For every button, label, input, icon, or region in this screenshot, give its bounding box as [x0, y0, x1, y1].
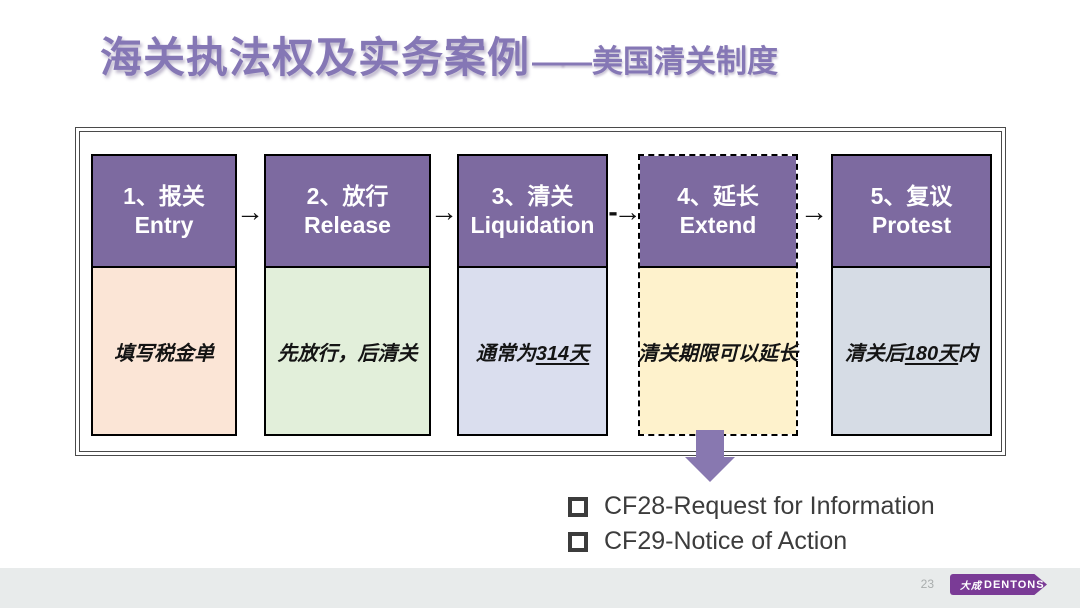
step-note: 通常为314天	[476, 337, 589, 366]
page-number: 23	[920, 577, 934, 591]
right-arrow-icon: →	[800, 196, 828, 227]
step-title-cn: 4、延长	[677, 183, 759, 209]
step-title-cn: 2、放行	[306, 183, 389, 209]
step-title-en: Entry	[134, 212, 194, 238]
dashed-right-arrow-icon: -→	[608, 196, 641, 227]
flow-diagram: 1、报关 Entry 填写税金单 → 2、放行 Release 先放行，后清关 …	[75, 127, 1006, 456]
step-header: 3、清关 Liquidation	[459, 156, 606, 268]
callout-text: CF29-Notice of Action	[604, 527, 848, 555]
footer-bar: 23 大成 DENTONS	[0, 568, 1080, 608]
step-note-underline: 314天	[535, 342, 590, 365]
step-body: 通常为314天	[459, 268, 606, 434]
flow-step: 3、清关 Liquidation 通常为314天	[457, 154, 608, 436]
step-title-en: Protest	[871, 212, 952, 238]
flow-step: 1、报关 Entry 填写税金单	[91, 154, 237, 436]
step-title-cn: 1、报关	[123, 183, 205, 209]
step-header: 2、放行 Release	[266, 156, 429, 268]
step-note: 先放行，后清关	[278, 337, 418, 366]
step-header: 1、报关 Entry	[93, 156, 235, 268]
step-note: 清关期限可以延长	[638, 337, 798, 366]
step-title-en: Release	[304, 212, 391, 238]
step-body: 先放行，后清关	[266, 268, 429, 434]
step-note-pre: 先放行，后清关	[277, 342, 418, 365]
step-title-en: Liquidation	[470, 212, 595, 238]
square-bullet-icon	[568, 531, 588, 552]
right-arrow-icon: →	[430, 196, 458, 227]
step-note-post: 内	[958, 342, 979, 365]
step-header: 5、复议 Protest	[833, 156, 990, 268]
flow-step: 4、延长 Extend 清关期限可以延长	[638, 154, 798, 436]
callout-list: CF28-Request for Information CF29-Notice…	[568, 489, 935, 559]
dentons-logo: 大成 DENTONS	[950, 574, 1047, 595]
step-body: 填写税金单	[93, 268, 235, 434]
right-arrow-icon: →	[236, 196, 264, 227]
step-note-underline: 180天	[904, 342, 959, 365]
logo-cn: 大成	[960, 581, 982, 592]
flow-step: 2、放行 Release 先放行，后清关	[264, 154, 431, 436]
step-note-pre: 填写税金单	[114, 342, 214, 365]
flow-step: 5、复议 Protest 清关后180天内	[831, 154, 992, 436]
list-item: CF28-Request for Information	[568, 489, 935, 524]
step-header: 4、延长 Extend	[640, 156, 796, 268]
step-title-en: Extend	[679, 212, 757, 238]
step-title-cn: 3、清关	[491, 183, 574, 209]
step-note-pre: 清关期限可以延长	[638, 342, 798, 365]
step-body: 清关后180天内	[833, 268, 990, 434]
logo-en: DENTONS	[984, 578, 1045, 591]
title-dash: ——	[532, 44, 592, 79]
title-sub: 美国清关制度	[592, 44, 779, 79]
step-note: 清关后180天内	[845, 337, 978, 366]
step-note-pre: 清关后	[844, 342, 905, 365]
square-bullet-icon	[568, 496, 588, 517]
list-item: CF29-Notice of Action	[568, 524, 935, 559]
step-note-pre: 通常为	[475, 342, 536, 365]
step-title-cn: 5、复议	[870, 183, 953, 209]
step-note: 填写税金单	[114, 337, 214, 366]
step-body: 清关期限可以延长	[638, 268, 798, 434]
title-main: 海关执法权及实务案例	[100, 34, 531, 81]
callout-text: CF28-Request for Information	[604, 492, 935, 520]
page-title: 海关执法权及实务案例 —— 美国清关制度	[100, 24, 778, 85]
down-arrow-icon	[685, 430, 735, 482]
